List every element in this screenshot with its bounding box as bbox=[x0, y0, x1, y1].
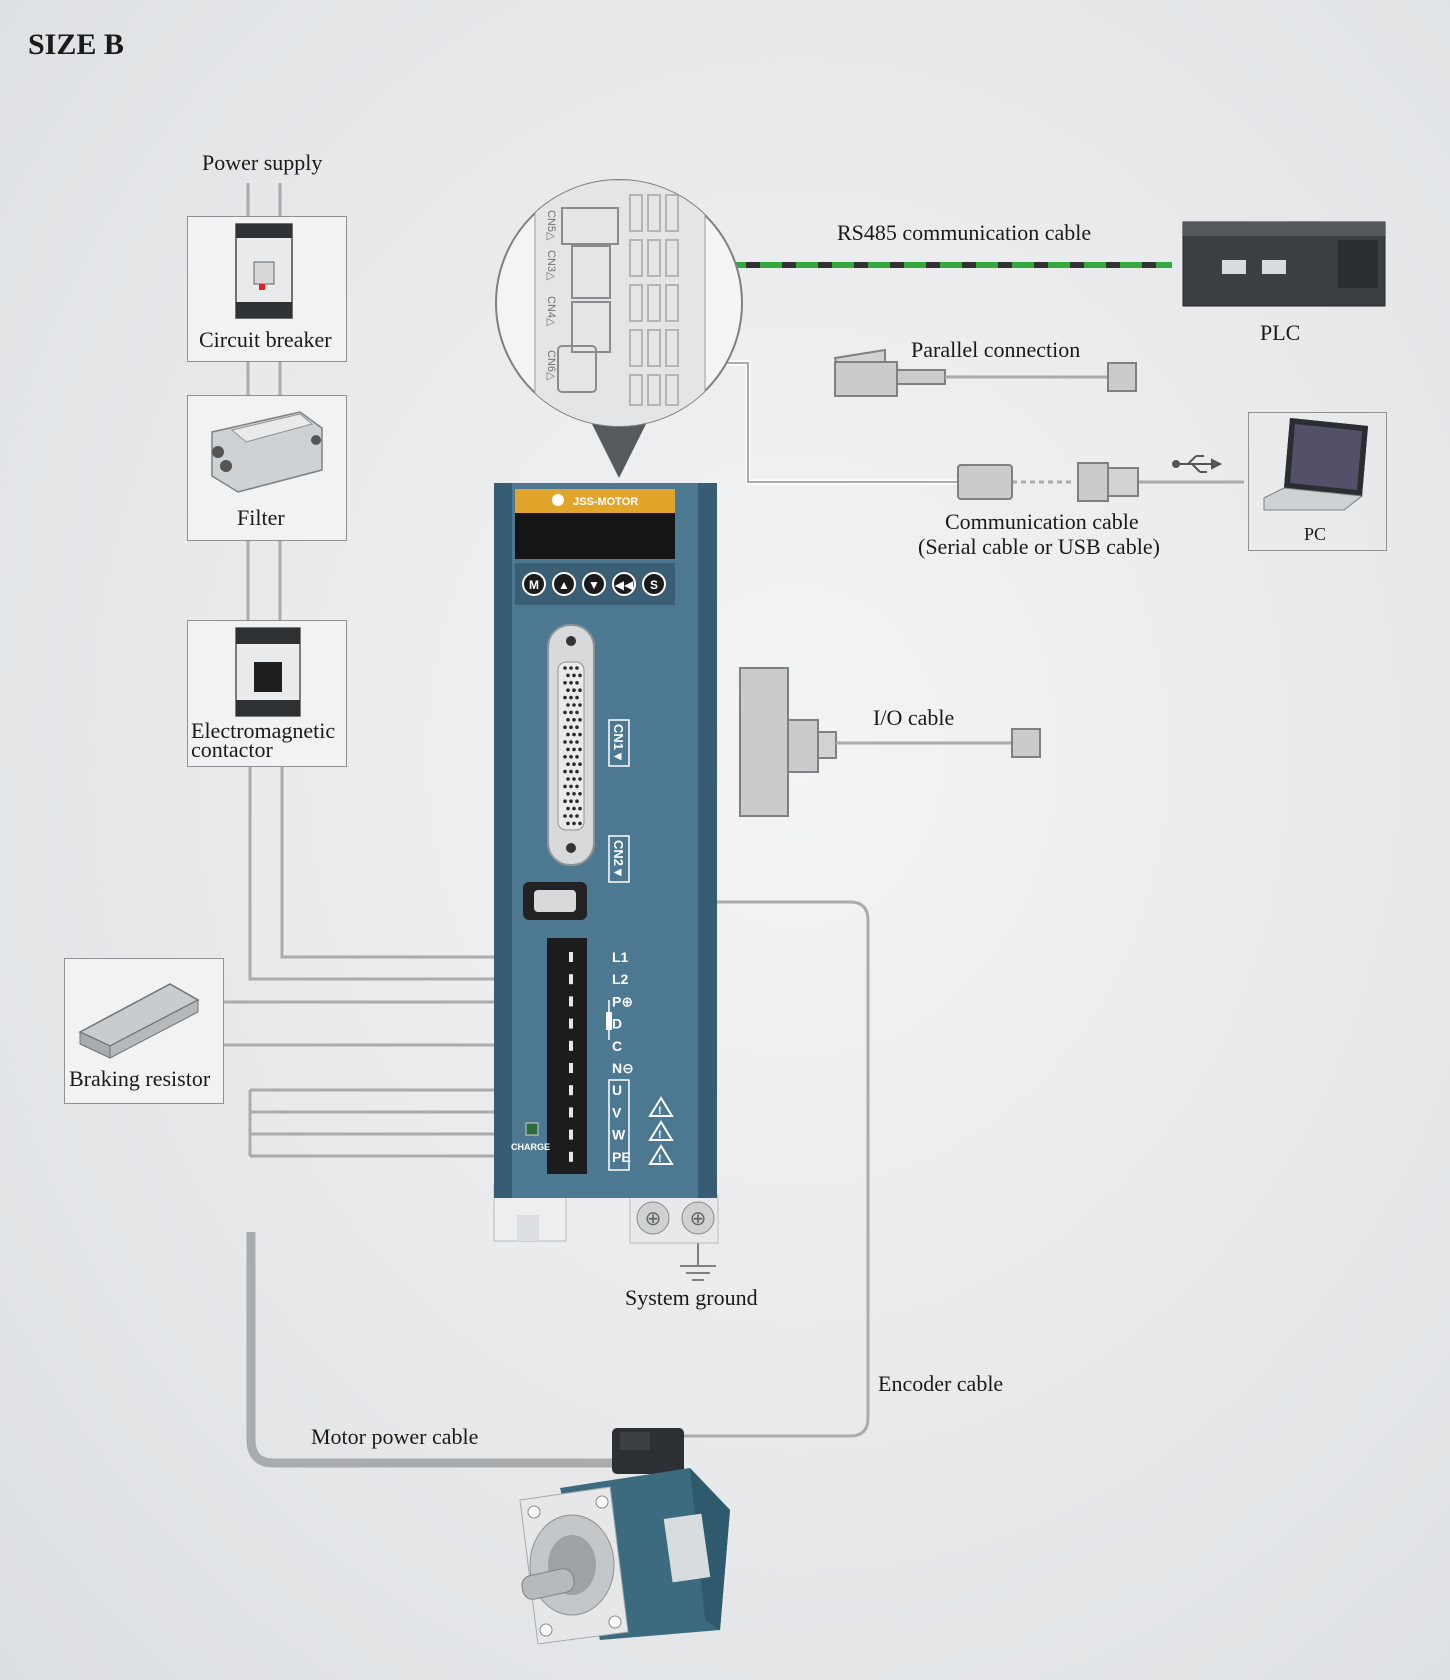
motor-power-cable bbox=[246, 1232, 625, 1468]
io-cable-label: I/O cable bbox=[873, 705, 955, 730]
terminal-label-4: C bbox=[612, 1038, 622, 1054]
page-title: SIZE B bbox=[28, 28, 124, 61]
display-screen bbox=[515, 513, 675, 559]
keypad-button-1[interactable]: ▲ bbox=[552, 572, 576, 596]
power-supply-label: Power supply bbox=[202, 150, 323, 175]
contactor-label-1: Electromagnetic bbox=[191, 718, 336, 743]
terminal-label-2: P⊕ bbox=[612, 993, 633, 1009]
keypad-button-label: ▲ bbox=[558, 578, 570, 592]
braking-resistor-label: Braking resistor bbox=[69, 1066, 211, 1091]
svg-text:!: ! bbox=[658, 1105, 662, 1117]
terminal-label-0: L1 bbox=[612, 949, 629, 965]
cn2-label: CN2▼ bbox=[611, 840, 626, 879]
terminal-label-1: L2 bbox=[612, 971, 629, 987]
plc-device bbox=[1182, 221, 1386, 307]
parallel-connector bbox=[833, 348, 1137, 397]
keypad-button-label: ▼ bbox=[588, 578, 600, 592]
comm-cable-label-1: Communication cable bbox=[945, 509, 1139, 534]
servo-motor bbox=[519, 1428, 730, 1645]
serial-plugs bbox=[957, 462, 1139, 502]
pc-label: PC bbox=[1304, 524, 1327, 544]
terminal-label-7: V bbox=[612, 1104, 622, 1120]
port-zoom: CN5△ CN3△ CN4△ CN6△ bbox=[495, 179, 743, 478]
terminal-label-5: N⊖ bbox=[612, 1060, 634, 1076]
svg-text:!: ! bbox=[658, 1153, 662, 1165]
circuit-breaker-label: Circuit breaker bbox=[199, 327, 332, 352]
plc-label: PLC bbox=[1260, 320, 1301, 345]
encoder-cable bbox=[600, 900, 870, 1438]
keypad-button-0[interactable]: M bbox=[522, 572, 546, 596]
zoom-port-cn3: CN3△ bbox=[545, 250, 557, 281]
zoom-port-cn5: CN5△ bbox=[545, 210, 557, 241]
brand-text: JSS-MOTOR bbox=[573, 496, 638, 508]
keypad-button-4[interactable]: S bbox=[642, 572, 666, 596]
cn1-label: CN1▼ bbox=[611, 724, 626, 763]
keypad-button-label: ◀◀ bbox=[615, 578, 634, 592]
keypad-button-2[interactable]: ▼ bbox=[582, 572, 606, 596]
filter-label: Filter bbox=[237, 505, 285, 530]
keypad-button-label: S bbox=[650, 578, 658, 592]
usb-icon bbox=[1172, 455, 1223, 473]
motor-power-cable-label: Motor power cable bbox=[311, 1424, 479, 1449]
svg-text:⊕: ⊕ bbox=[645, 1208, 662, 1230]
parallel-label: Parallel connection bbox=[911, 337, 1081, 362]
svg-text:⊕: ⊕ bbox=[690, 1208, 707, 1230]
terminal-label-8: W bbox=[612, 1127, 626, 1143]
terminal-label-6: U bbox=[612, 1082, 622, 1098]
contactor-label-2: contactor bbox=[191, 737, 273, 762]
zoom-port-cn6: CN6△ bbox=[545, 350, 557, 381]
keypad: M ▲ ▼ ◀◀ S bbox=[522, 572, 666, 596]
keypad-button-3[interactable]: ◀◀ bbox=[612, 572, 636, 596]
io-plug bbox=[739, 667, 1041, 817]
pc-box bbox=[1248, 412, 1387, 551]
svg-text:!: ! bbox=[658, 1129, 662, 1141]
terminal-label-9: PE bbox=[612, 1149, 631, 1165]
brand-bar bbox=[515, 489, 675, 513]
charge-label: CHARGE bbox=[511, 1142, 550, 1152]
terminal-label-3: D bbox=[612, 1016, 622, 1032]
zoom-port-cn4: CN4△ bbox=[545, 296, 557, 327]
terminal-block bbox=[547, 938, 587, 1174]
rs485-label: RS485 communication cable bbox=[837, 220, 1092, 245]
warning-icons bbox=[648, 1096, 674, 1165]
keypad-button-label: M bbox=[529, 578, 539, 592]
system-ground-label: System ground bbox=[625, 1285, 758, 1310]
encoder-cable-label: Encoder cable bbox=[878, 1371, 1004, 1396]
comm-cable-label-2: (Serial cable or USB cable) bbox=[918, 534, 1160, 559]
